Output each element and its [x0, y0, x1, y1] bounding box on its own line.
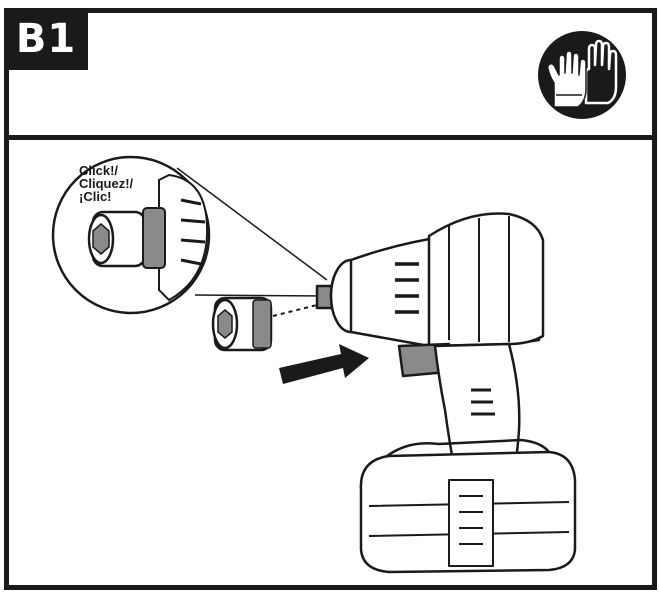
- impact-socket-icon: [213, 298, 271, 350]
- impact-driver-icon: [317, 213, 575, 572]
- step-header: B1: [9, 13, 652, 140]
- step-badge: B1: [4, 8, 88, 70]
- instruction-frame: B1: [4, 8, 657, 590]
- illustration-panel: Click!/ Cliquez!/ ¡Clic!: [9, 140, 652, 585]
- alignment-line: [273, 304, 321, 316]
- click-callout-line: ¡Clic!: [79, 190, 169, 203]
- click-callout: Click!/ Cliquez!/ ¡Clic!: [79, 164, 169, 203]
- safety-gloves-icon: [536, 29, 628, 121]
- insertion-arrow-icon: [279, 344, 369, 384]
- impact-driver-illustration: [9, 140, 652, 585]
